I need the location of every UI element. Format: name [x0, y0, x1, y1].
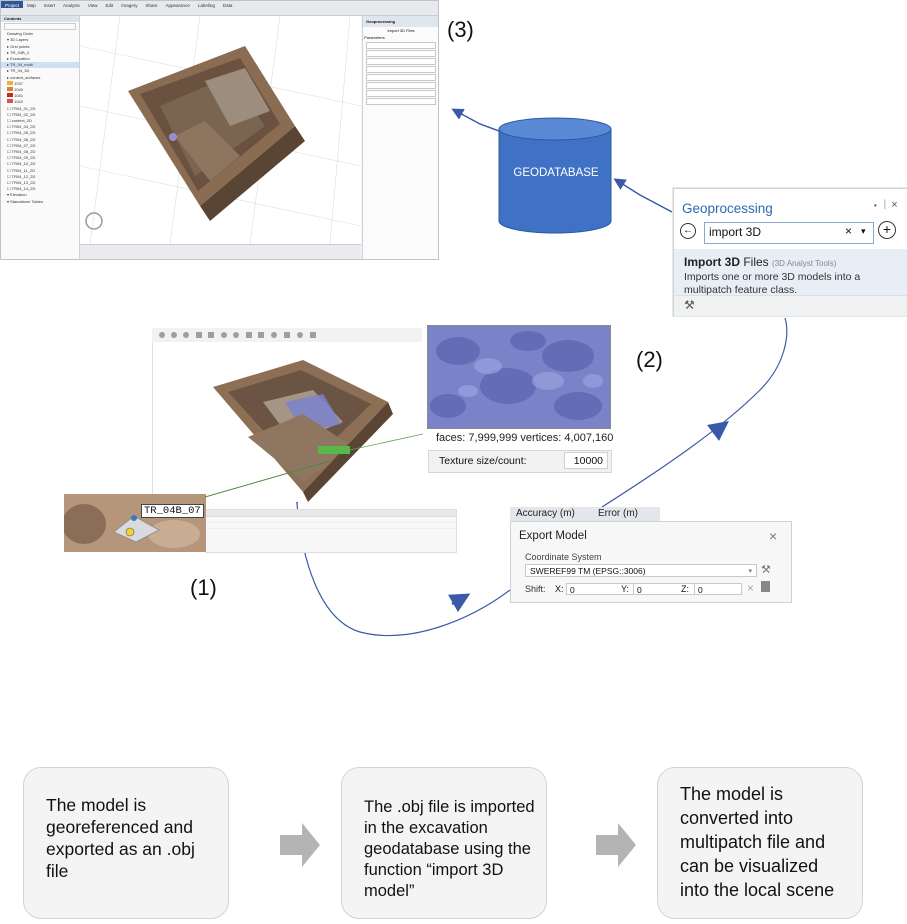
- clear-icon[interactable]: ×: [845, 224, 853, 238]
- step3-label: (3): [447, 17, 474, 42]
- error-col: Error (m): [598, 508, 638, 519]
- arrow-gp-to-geodatabase: [613, 178, 673, 213]
- coord-system-value: SWEREF99 TM (EPSG::3006): [530, 566, 646, 576]
- tool-search-input[interactable]: import 3D × ▾: [704, 222, 874, 244]
- y-label: Y:: [621, 584, 630, 594]
- geodatabase-cylinder: [498, 117, 612, 234]
- result-title-bold: Import 3D: [684, 255, 741, 269]
- clear-shift-icon[interactable]: ×: [747, 581, 755, 595]
- texture-label: Texture size/count:: [439, 455, 527, 467]
- result-footer: ⚒: [674, 295, 907, 316]
- settings-icon[interactable]: ⚒: [761, 564, 771, 576]
- local-scene-view[interactable]: [80, 16, 361, 244]
- tool-result-import-3d[interactable]: Import 3D Files (3D Analyst Tools) Impor…: [674, 249, 907, 296]
- coord-system-label: Coordinate System: [525, 552, 602, 562]
- search-value: import 3D: [709, 225, 762, 239]
- result-title-rest: Files: [740, 255, 769, 269]
- process-arrow-1: [280, 823, 320, 867]
- shift-y-input[interactable]: 0: [633, 583, 701, 595]
- chevron-down-icon[interactable]: ▾: [861, 226, 866, 236]
- back-arrow-icon[interactable]: ←: [680, 223, 696, 239]
- arrow-export-to-gp: [601, 317, 788, 508]
- task-table: [205, 509, 457, 553]
- geoprocessing-pane-small: Geoprocessing Import 3D Files Parameters: [362, 16, 438, 259]
- chevron-down-icon: ▾: [748, 568, 752, 575]
- x-label: X:: [555, 584, 564, 594]
- texture-value-input[interactable]: 10000: [564, 452, 608, 469]
- accuracy-header: Accuracy (m) Error (m): [510, 507, 660, 521]
- step-box-1: The model is georeferenced and exported …: [23, 767, 229, 919]
- step1-label: (1): [190, 575, 217, 600]
- scene-3d-model: [80, 16, 361, 244]
- texture-row: Texture size/count: 10000: [428, 450, 612, 473]
- viewer-toolbar: [152, 328, 422, 343]
- shift-label: Shift:: [525, 584, 546, 594]
- shift-x-input[interactable]: 0: [566, 583, 641, 595]
- mesh-closeup: [427, 325, 611, 429]
- export-title: Export Model: [519, 530, 587, 542]
- add-icon[interactable]: +: [878, 221, 896, 239]
- model-viewport[interactable]: [152, 342, 428, 502]
- excavation-model: [213, 360, 424, 502]
- result-description: Imports one or more 3D models into a mul…: [684, 271, 861, 296]
- shift-z-input[interactable]: 0: [694, 583, 742, 595]
- coord-system-select[interactable]: SWEREF99 TM (EPSG::3006) ▾: [525, 564, 757, 577]
- export-model-dialog: Export Model × Coordinate System SWEREF9…: [510, 521, 792, 603]
- process-arrow-2: [596, 823, 636, 867]
- geoprocessing-panel: Geoprocessing ▾ ᛁ × ← import 3D × ▾ + Im…: [673, 188, 907, 316]
- marker-photo: [64, 494, 206, 552]
- geodatabase-label: GEODATABASE: [513, 167, 599, 179]
- mesh-stats: faces: 7,999,999 vertices: 4,007,160: [436, 432, 614, 444]
- step-box-3: The model is converted into multipatch f…: [657, 767, 863, 919]
- step-box-2: The .obj file is imported in the excavat…: [341, 767, 547, 919]
- hammer-icon: ⚒: [684, 298, 695, 312]
- accuracy-col: Accuracy (m): [516, 508, 575, 519]
- marker-label: TR_04B_07: [141, 504, 204, 518]
- pane-controls[interactable]: ▾ ᛁ ×: [872, 199, 898, 211]
- step2-label: (2): [636, 347, 663, 372]
- geoprocessing-title: Geoprocessing: [682, 201, 773, 216]
- contents-pane: Contents Drawing Order ▾ 3D Layers ▸ Gri…: [1, 16, 80, 259]
- calculator-icon[interactable]: [761, 581, 770, 592]
- result-source: (3D Analyst Tools): [772, 259, 837, 268]
- scene-tabs: [80, 244, 361, 259]
- z-label: Z:: [681, 584, 689, 594]
- close-icon[interactable]: ×: [769, 528, 778, 544]
